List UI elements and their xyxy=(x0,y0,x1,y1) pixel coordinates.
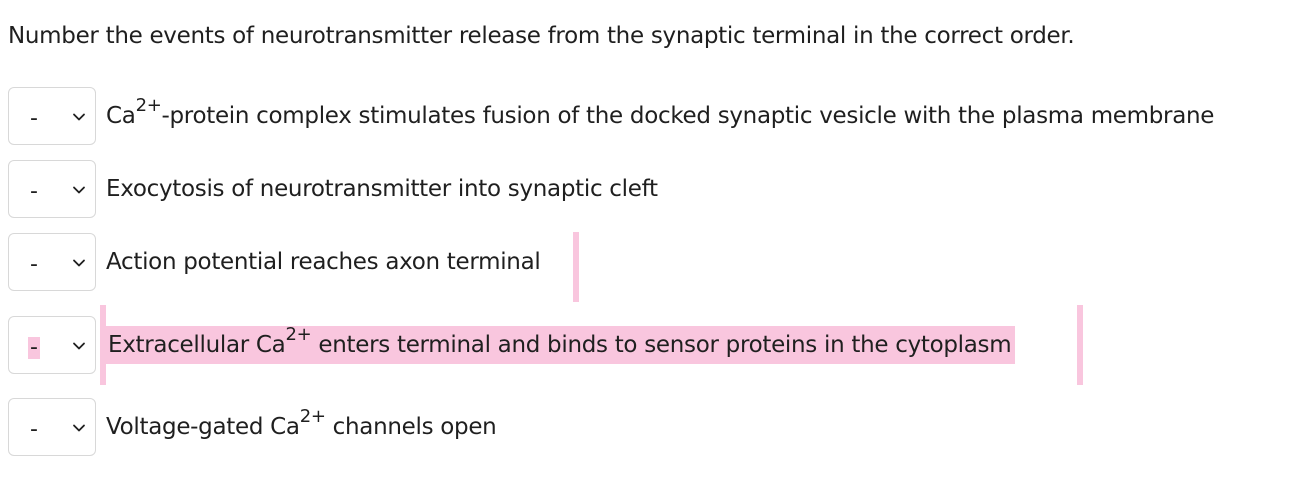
ordering-row-2: - Exocytosis of neurotransmitter into sy… xyxy=(8,160,658,218)
order-select-3[interactable]: - xyxy=(8,233,96,291)
order-select-value: - xyxy=(28,335,40,360)
order-select-4[interactable]: - xyxy=(8,316,96,374)
order-select-value: - xyxy=(30,417,38,442)
event-label-4: Extracellular Ca2+ enters terminal and b… xyxy=(104,326,1016,364)
event-label-2: Exocytosis of neurotransmitter into syna… xyxy=(106,176,658,202)
chevron-down-icon xyxy=(73,113,85,121)
chevron-down-icon xyxy=(73,186,85,194)
order-select-1[interactable]: - xyxy=(8,87,96,145)
ordering-row-1: - Ca2+-protein complex stimulates fusion… xyxy=(8,87,1214,145)
order-select-5[interactable]: - xyxy=(8,398,96,456)
chevron-down-icon xyxy=(73,342,85,350)
order-select-value: - xyxy=(30,179,38,204)
event-label-5: Voltage-gated Ca2+ channels open xyxy=(106,406,497,440)
question-prompt: Number the events of neurotransmitter re… xyxy=(8,23,1075,49)
order-select-value: - xyxy=(30,106,38,131)
event-label-3: Action potential reaches axon terminal xyxy=(106,249,541,275)
order-select-value: - xyxy=(30,252,38,277)
ordering-row-5: - Voltage-gated Ca2+ channels open xyxy=(8,398,497,456)
chevron-down-icon xyxy=(73,259,85,267)
chevron-down-icon xyxy=(73,424,85,432)
highlight-marker xyxy=(100,305,106,385)
ordering-row-4: - Extracellular Ca2+ enters terminal and… xyxy=(8,316,1016,374)
event-label-1: Ca2+-protein complex stimulates fusion o… xyxy=(106,95,1215,129)
highlight-marker xyxy=(1077,305,1083,385)
order-select-2[interactable]: - xyxy=(8,160,96,218)
highlight-marker xyxy=(573,232,579,302)
ordering-row-3: - Action potential reaches axon terminal xyxy=(8,233,541,291)
